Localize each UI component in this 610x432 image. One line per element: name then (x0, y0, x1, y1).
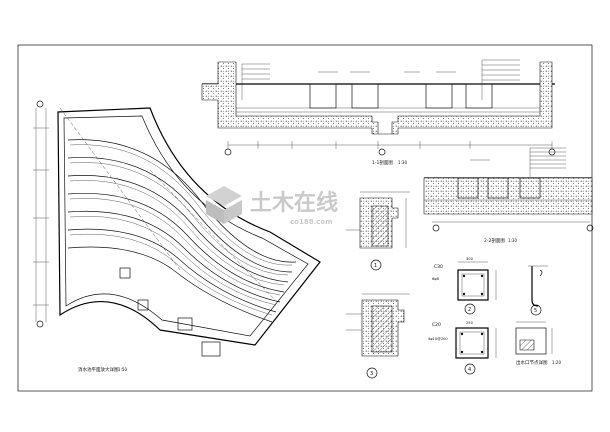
dim-a-label: 300 (466, 257, 474, 261)
sheet-border (17, 44, 593, 392)
c30-label: C30 (434, 264, 443, 270)
rebar-a-label: 6φ8 (432, 277, 440, 281)
detail-5-drawing (528, 265, 548, 307)
detail-6-drawing (515, 321, 553, 355)
detail-bubble-1-label: 1 (374, 263, 377, 269)
edge-detail-title: 出水口节点详图 (516, 359, 548, 366)
detail-1-drawing (346, 191, 410, 249)
svg-text:土木在线: 土木在线 (250, 190, 338, 216)
watermark: 土木在线 co188.com (206, 186, 338, 226)
detail-bubble-3 (366, 367, 378, 379)
curved-pool-plan (33, 100, 321, 357)
svg-text:co188.com: co188.com (290, 218, 332, 226)
detail-bubble-5 (530, 304, 542, 316)
edge-detail-scale: 1:20 (552, 360, 561, 365)
plan-scale: 1:50 (118, 367, 127, 372)
top-section-drawing (201, 59, 556, 156)
section-a-title: 1-1剖面图 (372, 159, 393, 166)
detail-bubble-5-label: 5 (534, 308, 537, 314)
detail-3-drawing (346, 293, 410, 357)
section-a-scale: 1:30 (398, 160, 407, 165)
section-b-drawing (423, 147, 594, 232)
section-b-title: 2-2剖面图 (484, 237, 505, 244)
dim-b-label: 250 (466, 321, 474, 325)
detail-bubble-1 (370, 259, 382, 271)
detail-bubble-2 (464, 303, 476, 315)
detail-bubble-4-label: 4 (468, 367, 471, 373)
detail-2-drawing (457, 261, 497, 301)
detail-bubble-4 (464, 363, 476, 375)
detail-bubble-3-label: 3 (370, 371, 373, 377)
rebar-b-label: 4φ10@200 (428, 337, 448, 341)
c20-label: C20 (432, 322, 441, 328)
detail-bubble-2-label: 2 (468, 307, 471, 313)
section-b-scale: 1:30 (508, 238, 517, 243)
plan-title: 消水池平面放大详图 (78, 366, 119, 373)
detail-4-drawing (455, 327, 497, 359)
